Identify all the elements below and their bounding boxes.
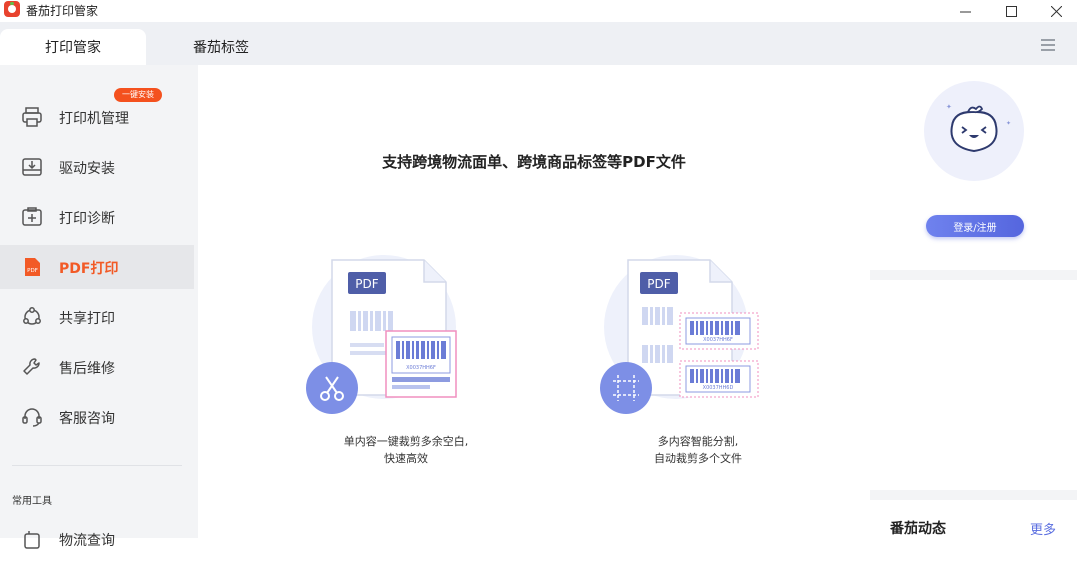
scissors-icon xyxy=(320,376,344,401)
app-title: 番茄打印管家 xyxy=(26,4,99,18)
sidebar-divider xyxy=(12,465,182,466)
maximize-button[interactable] xyxy=(988,0,1034,22)
menu-icon[interactable] xyxy=(1041,39,1055,51)
main-content: 支持跨境物流面单、跨境商品标签等PDF文件 PDF X0037HH6F xyxy=(198,65,870,538)
sidebar-item-diagnose[interactable]: 打印诊断 xyxy=(0,195,194,239)
minimize-icon xyxy=(959,11,971,12)
login-register-button[interactable]: 登录/注册 xyxy=(926,215,1024,237)
top-tab-bar: 打印管家 番茄标签 xyxy=(0,22,1077,65)
panel-divider xyxy=(870,270,1077,280)
headset-icon xyxy=(22,408,42,427)
tomato-avatar-icon: ✦ ✦ xyxy=(924,81,1024,181)
title-bar: 番茄打印管家 xyxy=(0,0,1077,22)
share-icon xyxy=(23,307,41,325)
grid-split-icon xyxy=(613,375,639,401)
sidebar-item-label: 驱动安装 xyxy=(59,161,115,177)
sidebar-item-label: 物流查询 xyxy=(59,533,115,549)
printer-icon xyxy=(22,107,42,127)
driver-install-icon xyxy=(22,158,42,176)
barcode-text: X0037HH6F xyxy=(703,337,733,343)
pdf-icon: PDF xyxy=(25,258,40,276)
svg-text:✦: ✦ xyxy=(946,103,952,111)
sidebar-item-customer-service[interactable]: 客服咨询 xyxy=(0,395,194,439)
wrench-icon xyxy=(23,358,40,375)
news-more-link[interactable]: 更多 xyxy=(1030,523,1057,538)
sidebar-item-share-print[interactable]: 共享打印 xyxy=(0,295,194,339)
section-title-common-tools: 常用工具 xyxy=(12,496,52,507)
one-click-install-badge: 一键安装 xyxy=(114,88,162,102)
sidebar-item-label: 共享打印 xyxy=(59,311,115,327)
feature-smart-split[interactable]: PDF X0037HH6F X0037HH6D xyxy=(598,255,798,475)
svg-text:✦: ✦ xyxy=(1006,120,1011,127)
svg-text:PDF: PDF xyxy=(27,268,38,274)
user-panel: ✦ ✦ 登录/注册 番茄动态 更多 xyxy=(870,65,1077,538)
feature-single-crop[interactable]: PDF X0037HH6F 单内容一键裁剪多余空白, 快 xyxy=(306,255,506,475)
close-button[interactable] xyxy=(1033,0,1077,22)
minimize-button[interactable] xyxy=(942,0,988,22)
tab-tomato-label[interactable]: 番茄标签 xyxy=(193,40,249,56)
maximize-icon xyxy=(1005,5,1017,17)
avatar[interactable]: ✦ ✦ xyxy=(924,81,1024,181)
sidebar-item-label: 打印机管理 xyxy=(59,111,129,127)
barcode-text: X0037HH6D xyxy=(703,385,734,391)
single-crop-illustration: PDF X0037HH6F xyxy=(306,255,457,414)
sidebar-item-label: PDF打印 xyxy=(59,261,119,277)
news-title: 番茄动态 xyxy=(890,521,946,537)
sidebar-item-label: 打印诊断 xyxy=(59,211,115,227)
barcode-text: X0037HH6F xyxy=(406,365,436,371)
sidebar-item-driver-install[interactable]: 驱动安装 xyxy=(0,145,194,189)
sidebar-item-repair[interactable]: 售后维修 xyxy=(0,345,194,389)
tomato-logo-icon xyxy=(4,1,20,17)
smart-split-illustration: PDF X0037HH6F X0037HH6D xyxy=(600,255,759,414)
sidebar-item-label: 客服咨询 xyxy=(59,411,115,427)
feature-caption: 单内容一键裁剪多余空白, 快速高效 xyxy=(343,435,469,465)
diagnose-icon xyxy=(22,207,42,226)
close-icon xyxy=(1050,5,1062,17)
sidebar-item-pdf-print[interactable]: PDF PDF打印 xyxy=(0,245,194,289)
sidebar-item-label: 售后维修 xyxy=(59,361,115,377)
sidebar-item-printer-manage[interactable]: 打印机管理 xyxy=(0,95,194,139)
pdf-label: PDF xyxy=(355,277,378,291)
page-headline: 支持跨境物流面单、跨境商品标签等PDF文件 xyxy=(382,153,686,171)
panel-divider xyxy=(870,490,1077,500)
logistics-icon xyxy=(24,531,40,549)
feature-caption: 多内容智能分割, 自动裁剪多个文件 xyxy=(654,435,742,465)
tab-print-manager[interactable]: 打印管家 xyxy=(0,29,146,65)
sidebar-item-logistics[interactable]: 物流查询 xyxy=(0,517,194,561)
pdf-label: PDF xyxy=(647,277,670,291)
sidebar: 打印机管理 驱动安装 打印诊断 PDF PDF打印 xyxy=(0,65,198,549)
